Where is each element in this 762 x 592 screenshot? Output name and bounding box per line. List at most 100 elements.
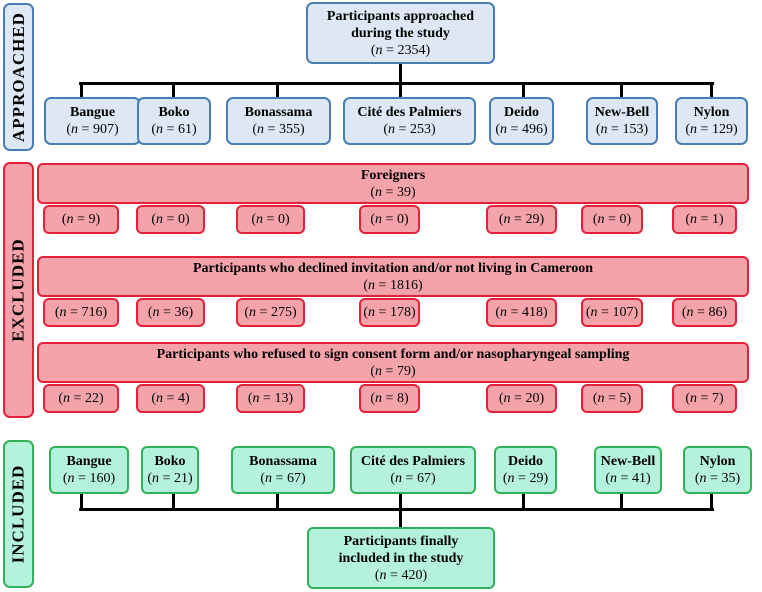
connector-to-site [399, 84, 402, 99]
exclusion-count: (n = 5) [592, 391, 632, 406]
approached-total-box: Participants approached during the study… [306, 2, 495, 64]
site-box: Nylon (n = 129) [675, 97, 748, 145]
included-site-name: New-Bell [600, 454, 656, 469]
exclusion-count: (n = 1) [685, 212, 724, 227]
connector-to-site [522, 84, 525, 99]
top-connector-vertical [399, 64, 402, 84]
exclusion-count-box: (n = 0) [359, 205, 420, 234]
exclusion-count: (n = 13) [247, 391, 294, 406]
site-name: New-Bell [594, 105, 650, 120]
exclusion-count-box: (n = 107) [581, 298, 643, 327]
approached-title-line1: Participants approached [326, 8, 475, 24]
site-box: Deido (n = 496) [489, 97, 554, 145]
included-site-box: Nylon(n = 35) [683, 446, 752, 494]
site-count: (n = 253) [383, 122, 436, 137]
exclusion-count: (n = 178) [363, 305, 416, 320]
site-count: (n = 129) [685, 122, 738, 137]
connector-from-included [80, 494, 83, 509]
site-box: Cité des Palmiers (n = 253) [343, 97, 476, 145]
approached-total-count: (n = 2354) [370, 42, 431, 58]
exclusion-count: (n = 7) [685, 391, 724, 406]
exclusion-count: (n = 716) [54, 305, 108, 320]
included-site-box: Boko (n = 21) [141, 446, 199, 494]
exclusion-count: (n = 107) [585, 305, 639, 320]
connector-from-included [172, 494, 175, 509]
included-site-box: New-Bell (n = 41) [594, 446, 662, 494]
exclusion-count-box: (n = 0) [136, 205, 205, 234]
exclusion-count-box: (n = 9) [43, 205, 119, 234]
site-name: Deido [504, 105, 539, 120]
connector-to-site [172, 84, 175, 99]
exclusion-count: (n = 0) [592, 212, 632, 227]
bottom-connector-vertical [399, 508, 402, 528]
site-box: Bangue(n = 907) [44, 97, 141, 145]
exclusion-count: (n = 20) [498, 391, 545, 406]
exclusion-banner-total: (n = 79) [370, 363, 416, 379]
exclusion-banner-total: (n = 39) [370, 184, 416, 200]
exclusion-count-box: (n = 0) [236, 205, 305, 234]
exclusion-count-box: (n = 13) [236, 384, 305, 413]
exclusion-count: (n = 8) [370, 391, 409, 406]
included-site-count: (n = 21) [147, 471, 193, 486]
section-label-approached: APPROACHED [3, 3, 34, 151]
top-connector-horizontal [79, 82, 714, 85]
site-count: (n = 496) [495, 122, 548, 137]
exclusion-count-box: (n = 1) [672, 205, 737, 234]
exclusion-count-box: (n = 20) [486, 384, 557, 413]
connector-from-included [620, 494, 623, 509]
included-site-count: (n = 29) [502, 471, 549, 486]
exclusion-count: (n = 0) [251, 212, 290, 227]
exclusion-count-box: (n = 418) [486, 298, 557, 327]
exclusion-count-box: (n = 36) [136, 298, 205, 327]
included-site-count: (n = 67) [390, 471, 436, 486]
site-box: Boko(n = 61) [137, 97, 211, 145]
exclusion-count: (n = 86) [681, 305, 728, 320]
exclusion-count-box: (n = 178) [359, 298, 420, 327]
exclusion-count: (n = 0) [370, 212, 409, 227]
exclusion-count-box: (n = 0) [581, 205, 643, 234]
connector-to-site [80, 84, 83, 99]
exclusion-count-box: (n = 8) [359, 384, 420, 413]
included-title-line2: included in the study [338, 550, 464, 566]
exclusion-count: (n = 9) [61, 212, 101, 227]
site-count: (n = 153) [595, 122, 649, 137]
connector-from-included [276, 494, 279, 509]
exclusion-count: (n = 22) [58, 391, 104, 406]
exclusion-banner-title: Participants who declined invitation and… [192, 260, 594, 276]
exclusion-count: (n = 29) [498, 212, 545, 227]
exclusion-count: (n = 275) [244, 305, 297, 320]
included-site-name: Boko [154, 454, 186, 469]
exclusion-count-box: (n = 5) [581, 384, 643, 413]
connector-to-site [276, 84, 279, 99]
exclusion-count-box: (n = 7) [672, 384, 737, 413]
exclusion-count: (n = 36) [147, 305, 194, 320]
exclusion-count: (n = 0) [151, 212, 190, 227]
exclusion-banner-total: (n = 1816) [363, 277, 423, 293]
included-site-count: (n = 67) [260, 471, 306, 486]
site-name: Nylon [693, 105, 730, 120]
site-name: Bonassama [244, 105, 313, 120]
included-site-box: Deido(n = 29) [494, 446, 557, 494]
exclusion-banner-foreigners: Foreigners (n = 39) [37, 163, 749, 204]
bottom-connector-horizontal [79, 508, 714, 511]
included-total-count: (n = 420) [374, 567, 428, 583]
included-site-name: Bonassama [249, 454, 317, 469]
included-site-count: (n = 41) [605, 471, 651, 486]
exclusion-banner-declined: Participants who declined invitation and… [37, 256, 749, 297]
exclusion-count: (n = 4) [151, 391, 190, 406]
section-label-included: INCLUDED [3, 440, 34, 588]
included-total-box: Participants finally included in the stu… [307, 527, 495, 589]
included-title-line1: Participants finally [343, 533, 459, 549]
connector-from-included [399, 494, 402, 509]
exclusion-count-box: (n = 275) [236, 298, 305, 327]
exclusion-count: (n = 418) [495, 305, 548, 320]
site-box: Bonassama(n = 355) [226, 97, 331, 145]
site-count: (n = 907) [66, 122, 119, 137]
connector-to-site [710, 84, 713, 99]
exclusion-count-box: (n = 86) [672, 298, 737, 327]
included-site-name: Cité des Palmiers [360, 454, 466, 469]
exclusion-banner-refused: Participants who refused to sign consent… [37, 342, 749, 383]
site-name: Boko [158, 105, 190, 120]
included-site-count: (n = 160) [62, 471, 116, 486]
site-name: Cité des Palmiers [357, 105, 462, 120]
